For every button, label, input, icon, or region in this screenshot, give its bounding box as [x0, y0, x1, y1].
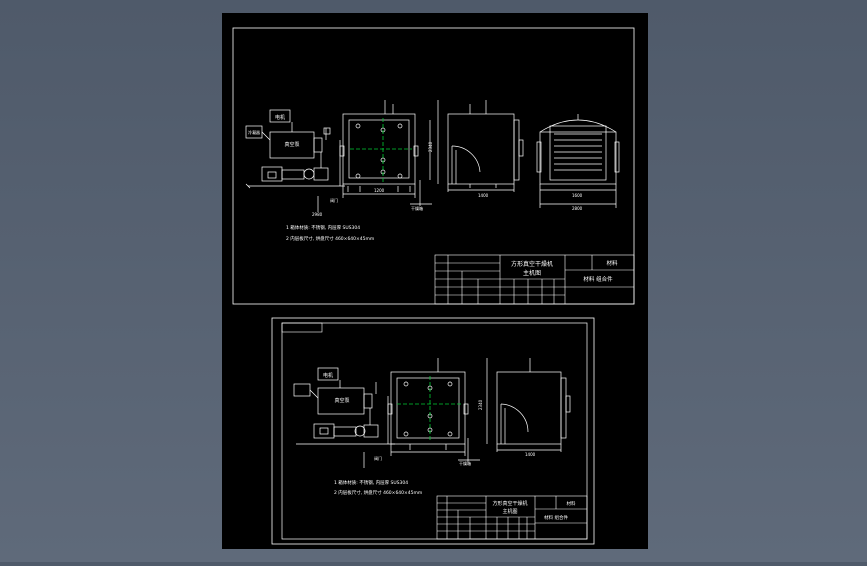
- top-title-material: 材料: [606, 259, 618, 267]
- bottom-pump-assembly: [293, 367, 395, 468]
- top-note-1: 1 箱体材质: 不锈钢, 内层厚 SUS304: [286, 224, 360, 231]
- bottom-title-line1: 方形真空干燥机: [492, 500, 527, 507]
- top-label-callout: 干燥箱: [411, 205, 423, 211]
- top-label-dim-d: 1400: [478, 193, 489, 198]
- top-label-dim-e: 2800: [572, 206, 583, 211]
- top-title-block: [434, 254, 635, 305]
- top-label-motor: 电机: [275, 114, 285, 121]
- top-sheet-border: [232, 27, 635, 305]
- top-title-line1: 方形真空干燥机: [511, 260, 553, 268]
- top-chamber-outer: [342, 113, 416, 185]
- bottom-note-2: 2 内层板尺寸, 烘盘尺寸 460×640×45mm: [334, 489, 422, 496]
- top-end-view: [536, 114, 620, 208]
- top-title-drawing-no: 材料 组合件: [583, 275, 613, 283]
- bottom-title-line2: 主机图: [502, 508, 517, 515]
- top-label-box-motor: [269, 109, 291, 123]
- bottom-title-drawing-no: 材料 组合件: [544, 514, 568, 521]
- bottom-title-block: [436, 495, 588, 540]
- top-label-dim-b: 1200: [374, 188, 385, 193]
- top-side-view: [437, 100, 524, 192]
- top-sheet: 电机 真空泵 冷凝器 阀门 2980: [222, 13, 648, 315]
- bottom-sheet: 电机 真空泵 阀门 干燥箱: [222, 315, 648, 549]
- bottom-label-motor: 电机: [323, 372, 333, 379]
- bottom-note-1: 1 箱体材质: 不锈钢, 内层厚 SUS304: [334, 479, 408, 486]
- bottom-label-dim-h: 2340: [478, 399, 483, 410]
- top-front-centerlines: [350, 118, 412, 182]
- top-pump-assembly: [245, 109, 345, 212]
- top-note-2: 2 内层板尺寸, 烘盘尺寸 460×640×45mm: [286, 235, 374, 242]
- bottom-label-valve: 阀门: [374, 455, 382, 461]
- top-label-condenser: 冷凝器: [248, 129, 260, 135]
- bottom-corner-tag: [281, 322, 323, 333]
- top-label-dim-a: 2980: [312, 212, 323, 217]
- top-label-valve: 阀门: [330, 197, 338, 203]
- top-label-pump: 真空泵: [284, 141, 299, 148]
- top-label-dim-h: 2340: [428, 141, 433, 152]
- bottom-front-centerlines: [397, 376, 462, 440]
- top-label-dim-c: 1600: [572, 193, 583, 198]
- bottom-label-pump: 真空泵: [334, 397, 349, 404]
- top-end-body: [539, 131, 617, 185]
- bottom-side-view: [486, 358, 571, 452]
- bottom-sheet-outer-border: [271, 317, 595, 545]
- bottom-title-material: 材料: [567, 500, 576, 507]
- top-title-line2: 主机图: [523, 269, 541, 277]
- bottom-label-callout: 干燥箱: [459, 460, 471, 466]
- bottom-front-view: [387, 358, 480, 462]
- bottom-sheet-background: [222, 315, 648, 549]
- bottom-chamber-outer: [390, 371, 466, 445]
- bottom-sheet-inner-border: [281, 322, 588, 540]
- bottom-label-dim-w: 1400: [525, 452, 536, 457]
